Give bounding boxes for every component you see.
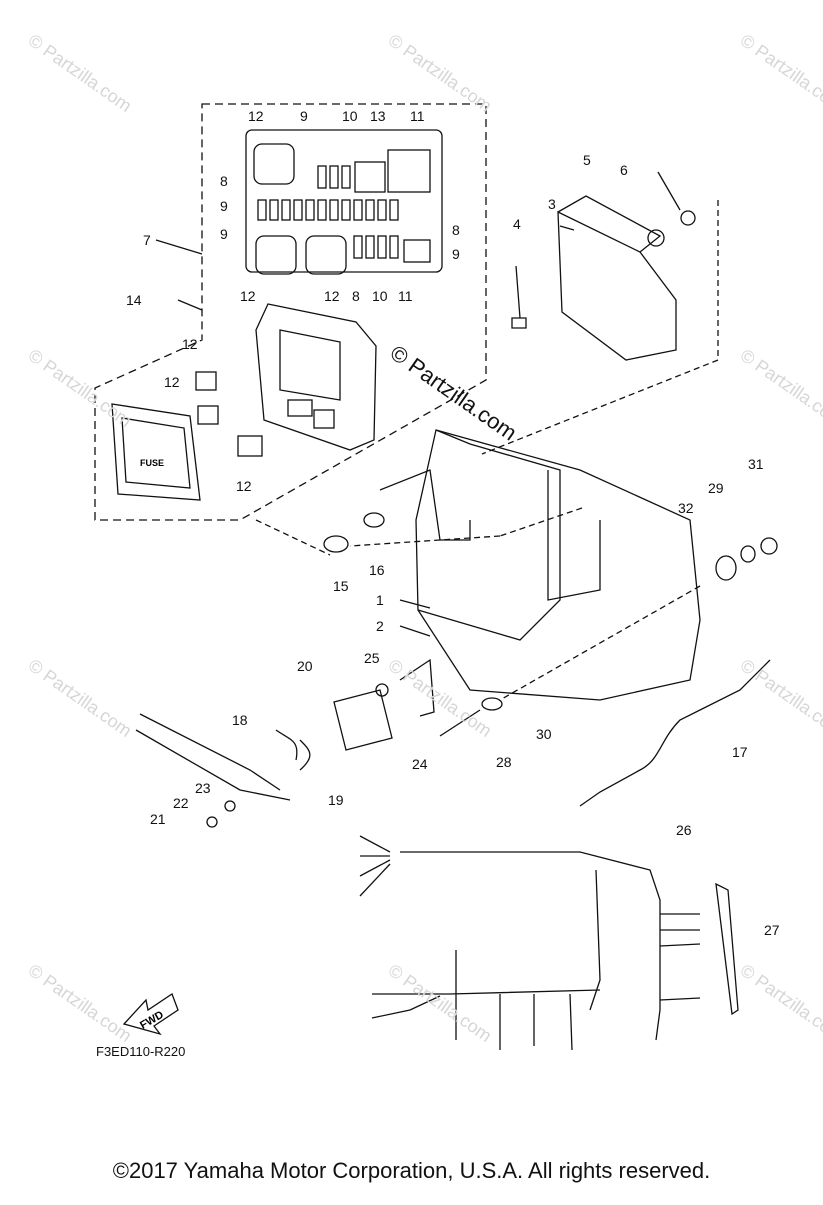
fwd-arrow-icon [122,993,179,1036]
callout-16: 16 [369,562,385,578]
copyright-footer: ©2017 Yamaha Motor Corporation, U.S.A. A… [112,1158,711,1183]
fusebox-label: 9 [220,226,228,242]
fusebox-group-outline [94,103,487,521]
fusebox-label: 10 [372,288,388,304]
fusebox-label: 12 [324,288,340,304]
callout-27: 27 [764,922,780,938]
callout-23: 23 [195,780,211,796]
fusebox-label: 8 [220,173,228,189]
callout-17: 17 [732,744,748,760]
callout-14: 14 [126,292,142,308]
fuse-cover-label: FUSE [140,458,164,468]
callout-21: 21 [150,811,166,827]
callout-4: 4 [513,216,521,232]
diagram-code: F3ED110-R220 [96,1044,186,1059]
fusebox-label: 9 [300,108,308,124]
callout-18: 18 [232,712,248,728]
collar [715,555,737,581]
fusebox-label: 11 [410,108,425,124]
callout-26: 26 [676,822,692,838]
fusebox-label: 9 [452,246,460,262]
callout-7: 7 [143,232,151,248]
callout-20: 20 [297,658,313,674]
fwd-label: FWD [138,1009,166,1032]
callout-3: 3 [548,196,556,212]
fusebox-label: 10 [342,108,358,124]
fusebox-label: 12 [248,108,264,124]
fusebox-label: 8 [452,222,460,238]
callout-12: 12 [164,374,180,390]
callout-29: 29 [708,480,724,496]
ecu-unit [557,210,677,361]
callout-5: 5 [583,152,591,168]
callout-6: 6 [620,162,628,178]
callout-25: 25 [364,650,380,666]
bolt [511,265,527,329]
fusebox-label: 13 [370,108,386,124]
starter-relay [333,689,393,751]
callout-12: 12 [236,478,252,494]
callout-28: 28 [496,754,512,770]
wire-harness [400,851,661,1041]
callout-1: 1 [376,592,384,608]
callout-24: 24 [412,756,428,772]
callout-15: 15 [333,578,349,594]
grommet [323,535,349,553]
cable-tie [715,882,739,1016]
relay [195,371,217,391]
battery-cable [139,713,281,791]
callout-30: 30 [536,726,552,742]
callout-12: 12 [182,336,198,352]
fusebox-label: 8 [352,288,360,304]
callout-32: 32 [678,500,694,516]
callout-2: 2 [376,618,384,634]
fusebox-label: 11 [398,288,413,304]
bracket [399,658,435,717]
fusebox-label: 12 [240,288,256,304]
electrical-box-tray [415,429,701,701]
fuse-cover [111,403,201,501]
fuse-block-top [245,129,443,273]
fuse-box-body [255,303,377,451]
callout-22: 22 [173,795,189,811]
callout-31: 31 [748,456,764,472]
bolt-28 [439,709,481,737]
cable-17 [579,659,771,807]
callout-19: 19 [328,792,344,808]
fusebox-label: 9 [220,198,228,214]
